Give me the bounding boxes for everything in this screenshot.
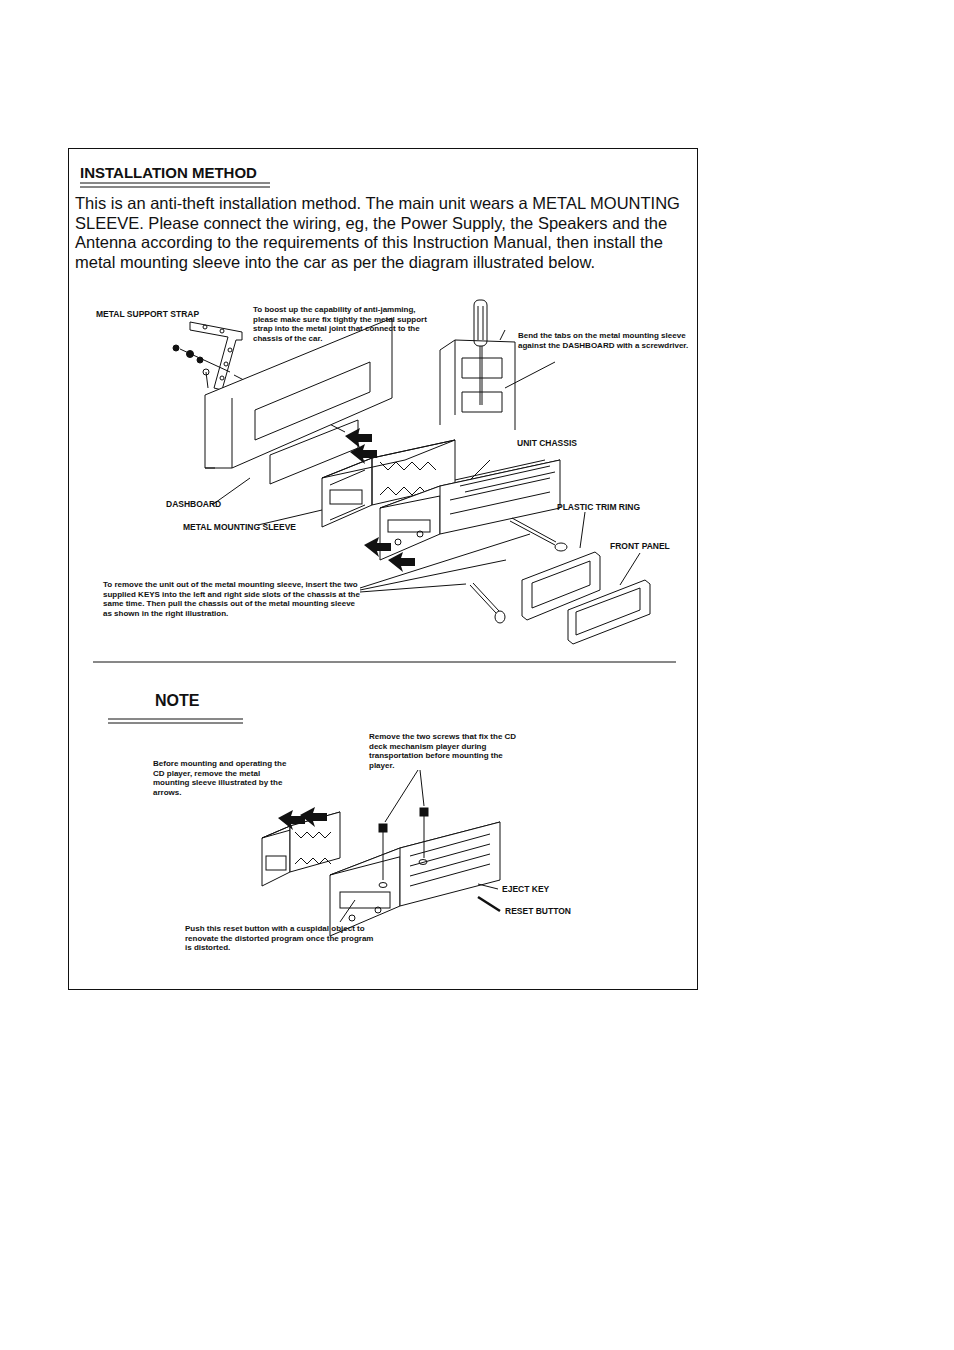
part-label: FRONT PANEL	[610, 541, 670, 551]
part-label: DASHBOARD	[166, 499, 221, 509]
part-label: PLASTIC TRIM RING	[557, 502, 640, 512]
callout-note: Before mounting and operating the CD pla…	[153, 759, 288, 797]
section-heading: INSTALLATION METHOD	[80, 164, 257, 181]
page-frame	[69, 149, 698, 990]
part-label: UNIT CHASSIS	[517, 438, 577, 448]
callout-note: Bend the tabs on the metal mounting slee…	[518, 331, 690, 350]
part-label: METAL SUPPORT STRAP	[96, 309, 199, 319]
callout-note: To remove the unit out of the metal moun…	[103, 580, 361, 618]
part-label: RESET BUTTON	[505, 906, 571, 916]
callout-note: Push this reset button with a cuspidal o…	[185, 924, 375, 953]
part-label: METAL MOUNTING SLEEVE	[183, 522, 296, 532]
note-heading: NOTE	[155, 692, 199, 710]
callout-note: To boost up the capability of anti-jammi…	[253, 305, 438, 343]
part-label: EJECT KEY	[502, 884, 549, 894]
intro-text: This is an anti-theft installation metho…	[75, 194, 695, 272]
callout-note: Remove the two screws that fix the CD de…	[369, 732, 529, 770]
